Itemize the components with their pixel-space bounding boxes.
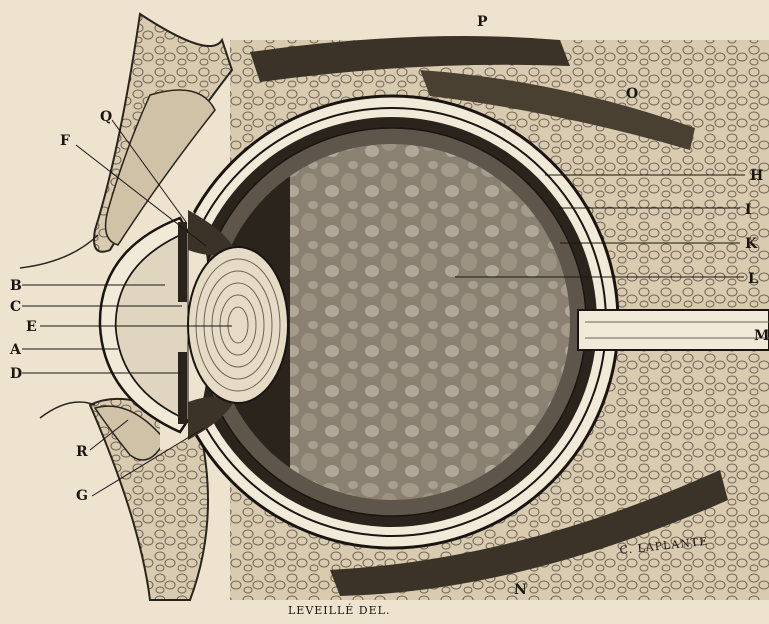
label-G: G xyxy=(76,488,88,504)
label-H: H xyxy=(750,168,763,184)
label-L: L xyxy=(748,271,758,287)
label-B: B xyxy=(10,278,22,294)
label-M: M xyxy=(754,328,769,344)
optic-nerve xyxy=(578,310,769,350)
crystalline-lens xyxy=(188,247,288,403)
label-I: I xyxy=(745,202,752,218)
label-Q: Q xyxy=(100,109,112,125)
label-K: K xyxy=(745,236,758,252)
iris-lower xyxy=(178,352,187,424)
label-A: A xyxy=(9,342,22,358)
label-F: F xyxy=(60,133,70,149)
label-D: D xyxy=(10,366,22,382)
iris-upper xyxy=(178,222,187,302)
label-P: P xyxy=(477,14,488,30)
label-N: N xyxy=(514,582,527,598)
label-C: C xyxy=(10,299,21,315)
label-E: E xyxy=(26,319,37,335)
label-O: O xyxy=(626,86,638,102)
label-R: R xyxy=(76,444,88,460)
artist-signature: LEVEILLÉ DEL. xyxy=(288,603,390,617)
